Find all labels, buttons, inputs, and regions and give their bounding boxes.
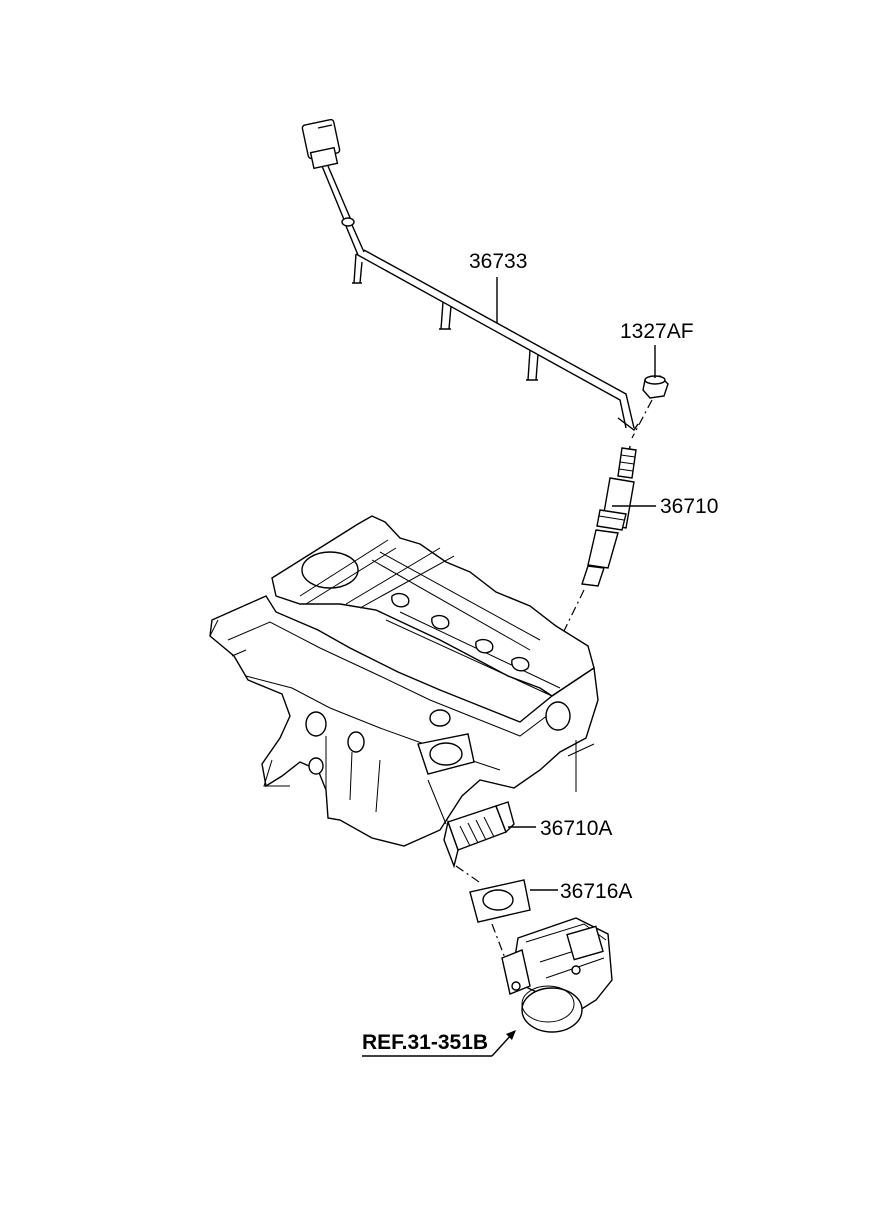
gasket[interactable] [469, 879, 531, 967]
label-36710: 36710 [660, 495, 718, 518]
glow-plug[interactable] [561, 445, 637, 636]
throttle-body[interactable] [501, 917, 613, 1033]
label-36710a: 36710A [540, 817, 612, 840]
cylinder-head [209, 515, 599, 847]
leader-lines [362, 277, 656, 1057]
nut[interactable] [631, 375, 669, 439]
intake-flange [417, 733, 475, 825]
glow-relay[interactable] [443, 801, 515, 885]
label-ref: REF.31-351B [362, 1031, 488, 1054]
label-1327af: 1327AF [620, 320, 694, 343]
label-36733: 36733 [469, 250, 527, 273]
label-36716a: 36716A [560, 880, 632, 903]
wiring-harness[interactable] [301, 118, 639, 432]
